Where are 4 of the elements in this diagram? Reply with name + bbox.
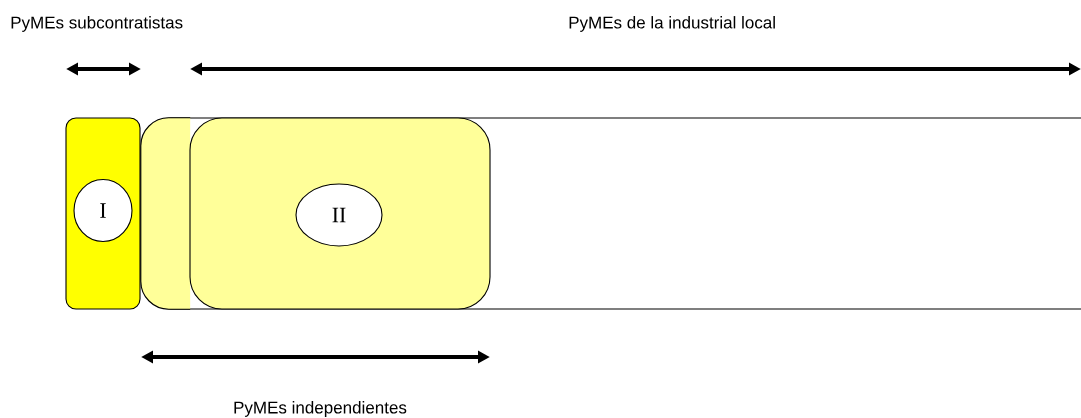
range-label: PyMEs subcontratistas bbox=[11, 16, 183, 32]
range-label: PyMEs de la industrial local bbox=[569, 16, 775, 32]
range-label: PyMEs independientes bbox=[234, 401, 407, 417]
rounded-box bbox=[140, 117, 191, 310]
